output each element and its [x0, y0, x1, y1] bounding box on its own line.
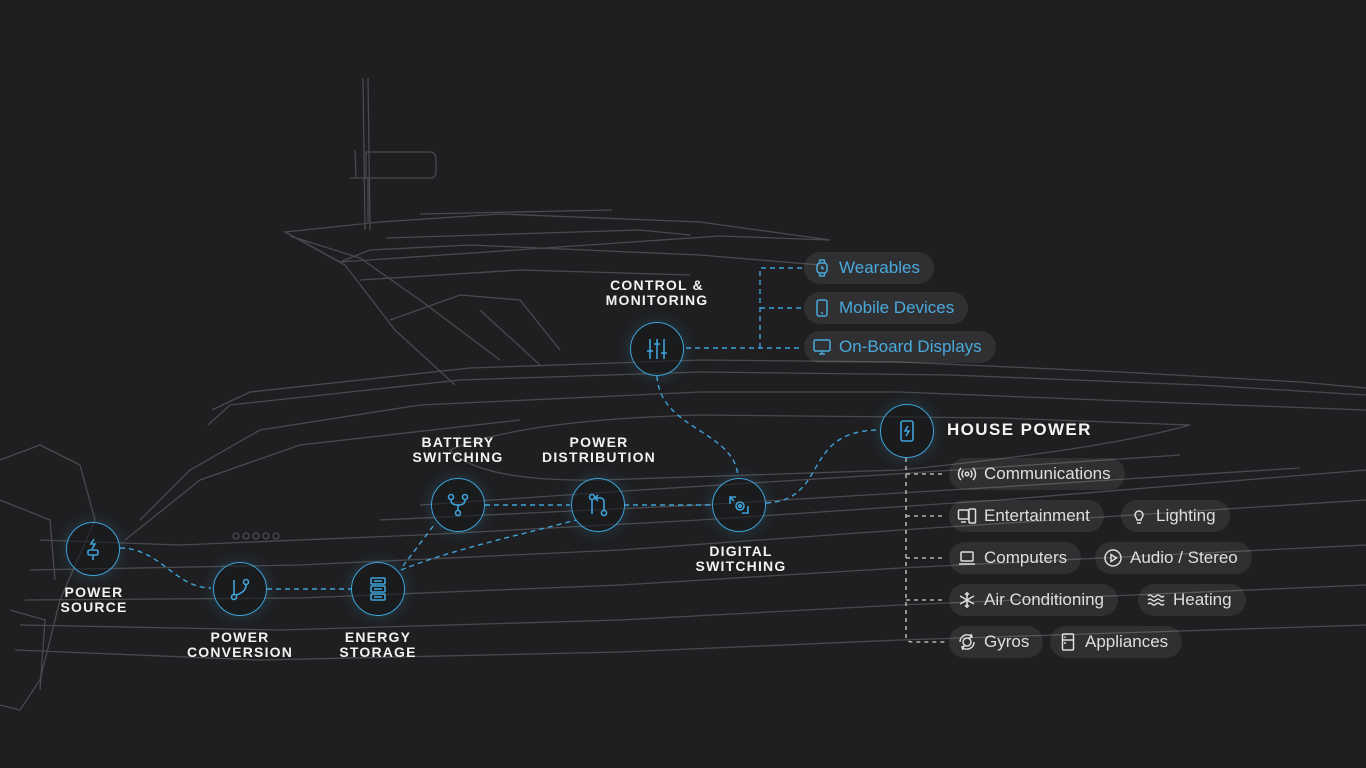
control-monitoring-label: CONTROL &MONITORING	[605, 277, 709, 308]
phone-bolt-icon	[900, 420, 914, 442]
waves-icon	[1146, 590, 1166, 610]
broadcast-icon	[957, 464, 977, 484]
load-pill-lighting[interactable]: Lighting	[1121, 500, 1230, 532]
load-label: Appliances	[1085, 632, 1169, 651]
monitor-icon	[812, 337, 832, 357]
load-pill-gyros[interactable]: Gyros	[949, 626, 1044, 658]
power-conversion-node[interactable]	[213, 562, 267, 616]
fridge-icon	[1058, 632, 1078, 652]
load-pill-audio-stereo[interactable]: Audio / Stereo	[1095, 542, 1252, 574]
house-power-node[interactable]	[880, 404, 934, 458]
load-pill-appliances[interactable]: Appliances	[1050, 626, 1183, 658]
laptop-icon	[957, 548, 977, 568]
fork-icon	[447, 493, 469, 517]
load-label: Communications	[984, 464, 1111, 483]
play-circle-icon	[1103, 548, 1123, 568]
pull-request-icon	[588, 493, 608, 517]
load-label: Entertainment	[984, 506, 1090, 525]
battery-switching-node[interactable]	[431, 478, 485, 532]
branch-icon	[230, 578, 250, 601]
devices-icon	[957, 506, 977, 526]
load-label: Computers	[984, 548, 1068, 567]
device-label: On-Board Displays	[839, 337, 982, 356]
load-pill-heating[interactable]: Heating	[1138, 584, 1246, 616]
refresh-gear-icon	[729, 496, 749, 514]
load-pill-entertainment[interactable]: Entertainment	[949, 500, 1104, 532]
device-pill-mobile-devices[interactable]: Mobile Devices	[804, 292, 969, 324]
device-pill-wearables[interactable]: Wearables	[804, 252, 934, 284]
load-pill-computers[interactable]: Computers	[949, 542, 1082, 574]
bulb-icon	[1129, 506, 1149, 526]
energy-storage-node[interactable]	[351, 562, 405, 616]
device-pill-on-board-displays[interactable]: On-Board Displays	[804, 331, 996, 363]
watch-icon	[812, 258, 832, 278]
load-pill-air-conditioning[interactable]: Air Conditioning	[949, 584, 1119, 616]
smartphone-icon	[812, 298, 832, 318]
load-label: Audio / Stereo	[1130, 548, 1238, 567]
load-label: Air Conditioning	[984, 590, 1105, 609]
sliders-icon	[647, 339, 667, 359]
load-label: Gyros	[984, 632, 1030, 651]
control-monitoring-node[interactable]	[630, 322, 684, 376]
load-label: Lighting	[1156, 506, 1216, 525]
load-label: Heating	[1173, 590, 1232, 609]
power-distribution-node[interactable]	[571, 478, 625, 532]
power-source-node[interactable]	[66, 522, 120, 576]
gyro-icon	[957, 632, 977, 652]
digital-switching-node[interactable]	[712, 478, 766, 532]
device-label: Mobile Devices	[839, 298, 955, 317]
house-power-title: HOUSE POWER	[947, 420, 1092, 439]
snowflake-icon	[957, 590, 977, 610]
device-label: Wearables	[839, 258, 920, 277]
battery-stack-icon	[370, 577, 386, 601]
plug-icon	[87, 538, 99, 560]
load-pill-communications[interactable]: Communications	[949, 458, 1125, 490]
